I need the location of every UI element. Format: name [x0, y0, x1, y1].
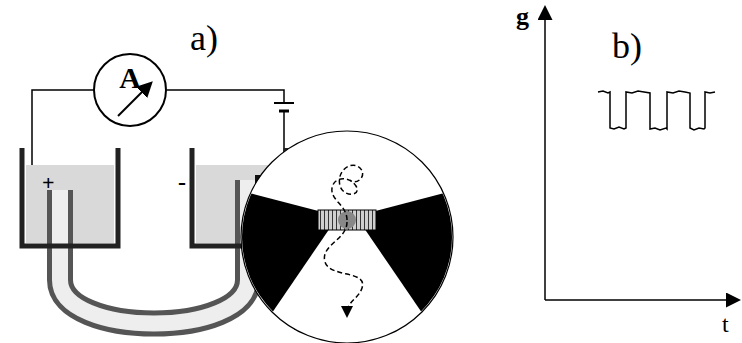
axis-label: t — [722, 312, 729, 336]
u-tube — [60, 180, 248, 324]
meter-letter: A — [119, 63, 141, 93]
dna-strand — [332, 165, 363, 220]
u-tube — [60, 180, 248, 324]
panel-letter: a) — [190, 20, 218, 56]
battery-symbol — [274, 102, 294, 104]
beaker — [22, 148, 118, 246]
polarity-sign: + — [42, 172, 55, 194]
polarity-sign: - — [178, 170, 186, 194]
dna-strand — [324, 222, 362, 315]
axis-label: g — [516, 4, 529, 30]
y-axis — [544, 8, 546, 300]
x-axis — [545, 299, 738, 301]
membrane — [230, 188, 464, 343]
ammeter-symbol: A — [93, 53, 167, 127]
magnifier-circle — [241, 131, 453, 343]
wire — [167, 90, 284, 103]
panel-letter: b) — [612, 28, 642, 64]
conductance-trace — [598, 91, 715, 130]
